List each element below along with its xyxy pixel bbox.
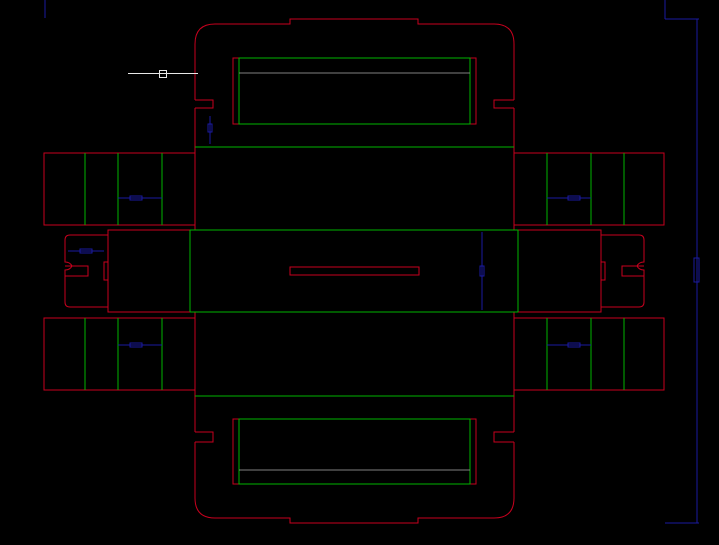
ul-flap-dim-marker (129, 195, 143, 201)
left-lock-tab (64, 234, 108, 308)
dimension-layer (44, 0, 700, 524)
top-right-tab-notch (493, 99, 514, 109)
cut-lines-layer (43, 18, 665, 524)
right-lock-notch (621, 265, 644, 277)
left-lock-notch (65, 265, 89, 277)
right-lock-slot (600, 261, 606, 281)
middle-right-panel-outline (518, 229, 602, 313)
fold-lines-layer (84, 57, 625, 485)
bottom-right-tab-notch (493, 431, 514, 443)
lr-flap-dim-marker (567, 342, 581, 348)
upper-right-side-flap (513, 152, 665, 226)
bottom-window-fold (238, 418, 471, 485)
bottom-flap-outline (194, 442, 515, 524)
top-flap-dim-marker (207, 123, 213, 133)
bottom-window-frame (232, 418, 477, 485)
bottom-left-tab-notch (195, 431, 214, 443)
top-window-frame (232, 57, 477, 125)
lower-left-side-flap (43, 317, 196, 391)
middle-left-panel-outline (107, 229, 190, 313)
ll-flap-dim-marker (129, 342, 143, 348)
lower-right-side-flap (513, 317, 665, 391)
left-tab-dim-marker (79, 248, 93, 254)
crosshair-cursor-icon (128, 70, 198, 78)
center-handle-slot (289, 266, 420, 276)
center-dim-text-marker (479, 265, 485, 277)
top-left-tab-notch (195, 99, 214, 109)
right-dim-text-marker (693, 257, 700, 283)
upper-left-side-flap (43, 152, 196, 226)
cursor-pickbox (159, 70, 167, 78)
construction-layer (239, 72, 470, 471)
left-lock-slot (103, 261, 109, 281)
top-flap-outline (194, 18, 515, 100)
top-window-fold (238, 57, 471, 125)
ur-flap-dim-marker (567, 195, 581, 201)
